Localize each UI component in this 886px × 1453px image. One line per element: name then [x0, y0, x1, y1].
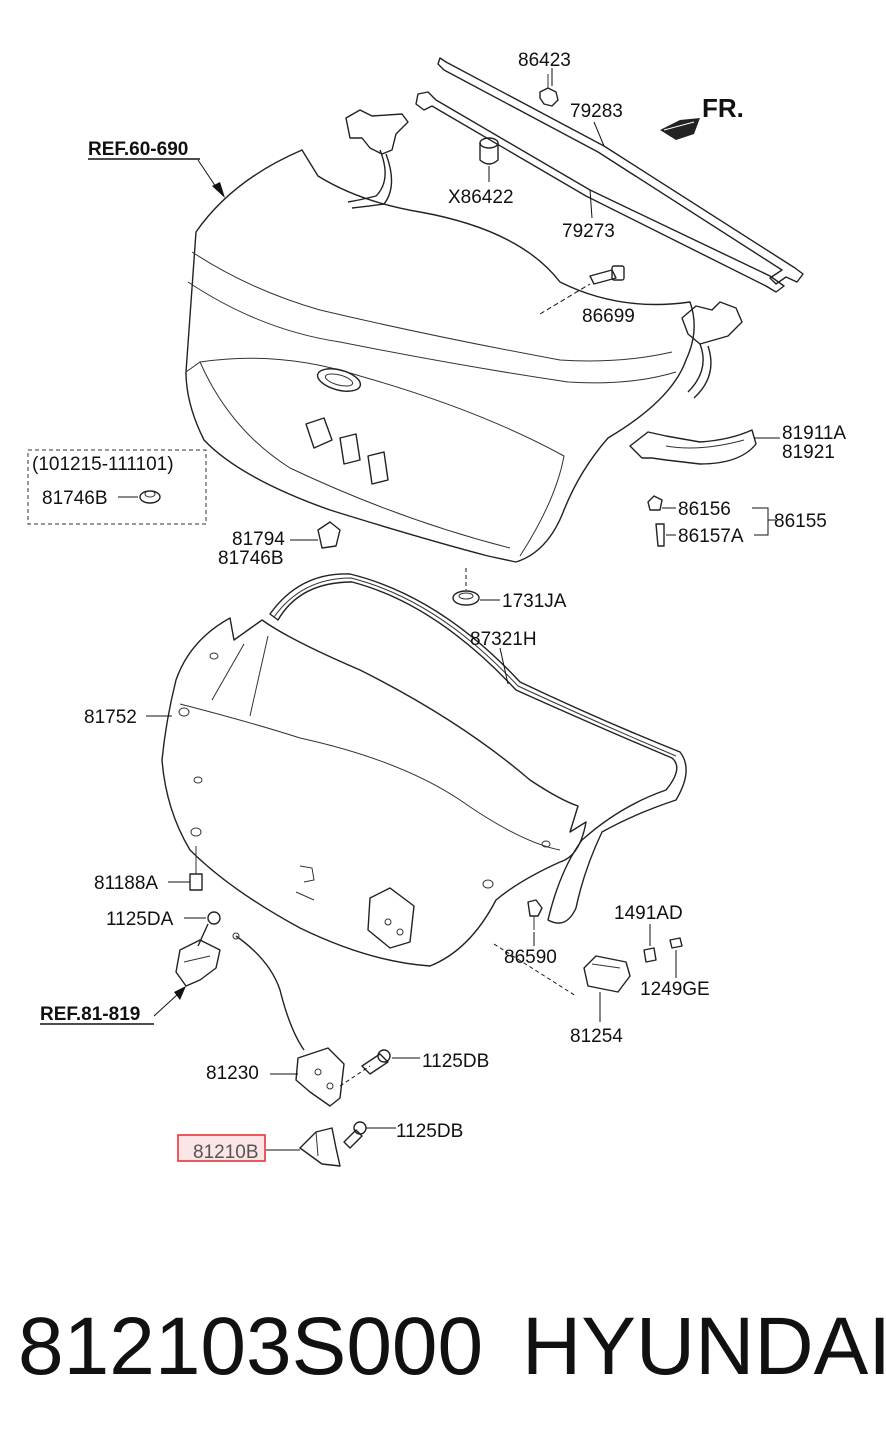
label-86155: 86155: [774, 511, 827, 532]
torsion-bar-79273: [415, 91, 785, 293]
latch-81230: [295, 1047, 345, 1107]
label-86157a: 86157A: [678, 526, 744, 547]
hinge-right: [681, 301, 743, 399]
clip-86590: [527, 899, 543, 930]
bracket-81794: [317, 521, 341, 549]
trim-panel-81752: [161, 617, 587, 967]
bracket-81254: [583, 955, 631, 993]
bolt-86699: [589, 265, 625, 285]
label-1491ad: 1491AD: [614, 903, 683, 924]
clip-86156: [647, 495, 663, 511]
label-81254: 81254: [570, 1026, 623, 1047]
actuator-ref-81-819: [175, 939, 221, 987]
retainer-clip-86423: [539, 74, 559, 107]
highlight-box-81210b: [177, 1134, 266, 1162]
ref-60-690-label: REF.60-690: [88, 139, 188, 160]
footer-caption: 812103S000 HYUNDAI: [0, 1292, 886, 1402]
bumper-x86422: [479, 137, 499, 182]
label-79273: 79273: [562, 221, 615, 242]
cable-guide-81911a: [629, 429, 757, 465]
pin-86157a: [655, 523, 665, 547]
weatherstrip-87321h: [269, 573, 687, 924]
label-79283: 79283: [570, 101, 623, 122]
label-1125da: 1125DA: [106, 909, 174, 930]
label-1125db-upper: 1125DB: [422, 1051, 489, 1072]
label-86423: 86423: [518, 50, 571, 71]
label-81746b: 81746B: [218, 548, 284, 569]
clip-1491ad: [643, 947, 657, 963]
leader-lines: [118, 68, 780, 1151]
label-87321h: 87321H: [470, 629, 537, 650]
lamp-housing: [367, 887, 415, 949]
part-number: 812103S000: [18, 1301, 484, 1392]
label-86699: 86699: [582, 306, 635, 327]
label-81794: 81794: [232, 529, 285, 550]
label-81746b-inset: 81746B: [42, 488, 108, 509]
date-range-label: (101215-111101): [32, 454, 174, 475]
grommet-81746b: [139, 490, 161, 504]
label-81188a: 81188A: [94, 873, 158, 894]
brand-name: HYUNDAI: [522, 1301, 886, 1392]
bolt-1125db-lower: [343, 1121, 367, 1149]
ref-81-819-label: REF.81-819: [40, 1004, 140, 1025]
label-86156: 86156: [678, 499, 731, 520]
bolt-1125db-upper: [361, 1049, 391, 1075]
label-86590: 86590: [504, 947, 557, 968]
torsion-bar-79283: [437, 57, 804, 285]
label-81911a: 81911A: [782, 423, 846, 444]
label-81921: 81921: [782, 442, 835, 463]
label-x86422: X86422: [448, 187, 514, 208]
hinge-left: [345, 109, 409, 209]
label-81210b: 81210B: [193, 1142, 259, 1163]
label-81230: 81230: [206, 1063, 259, 1084]
front-direction-label: FR.: [702, 93, 744, 123]
release-cable: [232, 932, 305, 1051]
plug-1731ja: [452, 590, 480, 606]
trunk-lid-panel: [185, 149, 695, 563]
bolt-1125da: [197, 911, 221, 947]
label-81752: 81752: [84, 707, 137, 728]
plug-81188a: [189, 846, 203, 891]
label-1249ge: 1249GE: [640, 979, 710, 1000]
screw-1249ge: [669, 937, 683, 949]
label-1731ja: 1731JA: [502, 591, 567, 612]
front-direction-arrow-icon: [660, 118, 700, 140]
striker-81210b: [299, 1127, 341, 1167]
label-1125db-lower: 1125DB: [396, 1121, 463, 1142]
